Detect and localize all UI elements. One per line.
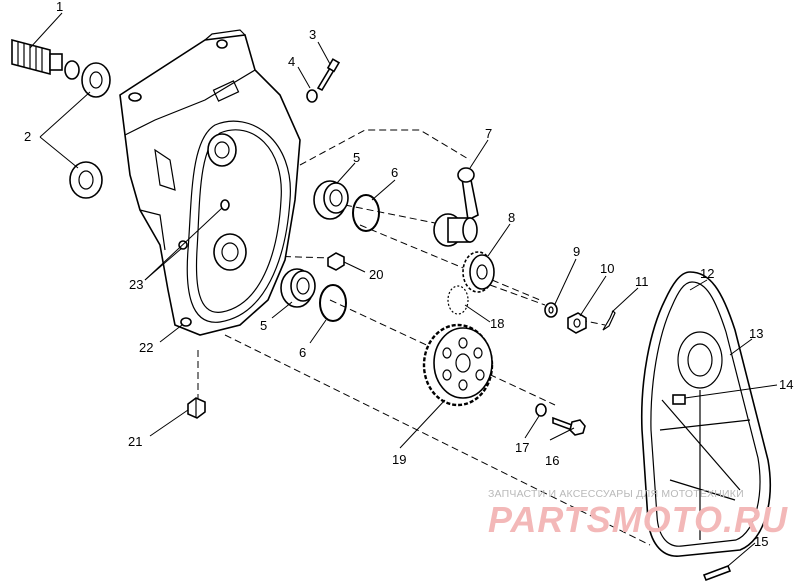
watermark: ЗАПЧАСТИ И АКСЕССУАРЫ ДЛЯ МОТОТЕХНИКИ PA… xyxy=(488,488,788,540)
callout-7: 7 xyxy=(485,126,492,141)
leader-lines xyxy=(29,12,778,567)
callout-5-upper: 5 xyxy=(353,150,360,165)
part-1-splined-shaft xyxy=(11,38,80,80)
callout-9: 9 xyxy=(573,244,580,259)
callout-1: 1 xyxy=(56,0,63,14)
watermark-logo: PARTSMOTO.RU xyxy=(488,499,788,540)
part-15-bolt xyxy=(702,564,732,582)
callout-8: 8 xyxy=(508,210,515,225)
callout-4: 4 xyxy=(288,54,295,69)
part-10-nut xyxy=(567,312,587,334)
part-19-lower-sprocket xyxy=(422,323,494,407)
callout-15: 15 xyxy=(754,534,768,549)
callout-18: 18 xyxy=(490,316,504,331)
chaincase-housing xyxy=(119,29,301,336)
part-6-oring-lower xyxy=(319,284,347,322)
callout-14: 14 xyxy=(779,377,793,392)
callout-10: 10 xyxy=(600,261,614,276)
part-14-gasket-plug xyxy=(672,394,686,405)
part-16-bolt xyxy=(552,416,586,436)
part-4-washer xyxy=(306,89,318,103)
part-12-chaincase-cover xyxy=(640,271,771,557)
part-18-chain-segment xyxy=(447,285,469,315)
callout-labels: 1 2 3 4 5 6 7 8 9 10 11 12 13 14 15 16 1… xyxy=(24,0,793,549)
callout-21: 21 xyxy=(128,434,142,449)
part-17-washer xyxy=(535,403,547,417)
callout-16: 16 xyxy=(545,453,559,468)
part-11-cotter-pin xyxy=(602,309,616,331)
callout-3: 3 xyxy=(309,27,316,42)
callout-2: 2 xyxy=(24,129,31,144)
part-8-upper-sprocket xyxy=(462,251,495,293)
part-5-bearing-upper xyxy=(313,180,349,220)
callout-23: 23 xyxy=(129,277,143,292)
callout-19: 19 xyxy=(392,452,406,467)
part-5-bearing-lower xyxy=(280,268,316,308)
callout-6-lower: 6 xyxy=(299,345,306,360)
callout-12: 12 xyxy=(700,266,714,281)
part-6-oring-upper xyxy=(352,194,380,232)
callout-22: 22 xyxy=(139,340,153,355)
part-2-oil-seals xyxy=(69,62,111,199)
part-7-tensioner-arm xyxy=(433,167,479,247)
watermark-tagline: ЗАПЧАСТИ И АКСЕССУАРЫ ДЛЯ МОТОТЕХНИКИ xyxy=(488,488,744,500)
part-21-bolt xyxy=(187,397,206,419)
part-9-washer xyxy=(544,302,558,318)
callout-6-upper: 6 xyxy=(391,165,398,180)
callout-17: 17 xyxy=(515,440,529,455)
part-3-bolt xyxy=(316,58,341,92)
callout-13: 13 xyxy=(749,326,763,341)
callout-5-lower: 5 xyxy=(260,318,267,333)
callout-20: 20 xyxy=(369,267,383,282)
callout-11: 11 xyxy=(635,274,649,289)
part-20-nut xyxy=(327,252,345,271)
